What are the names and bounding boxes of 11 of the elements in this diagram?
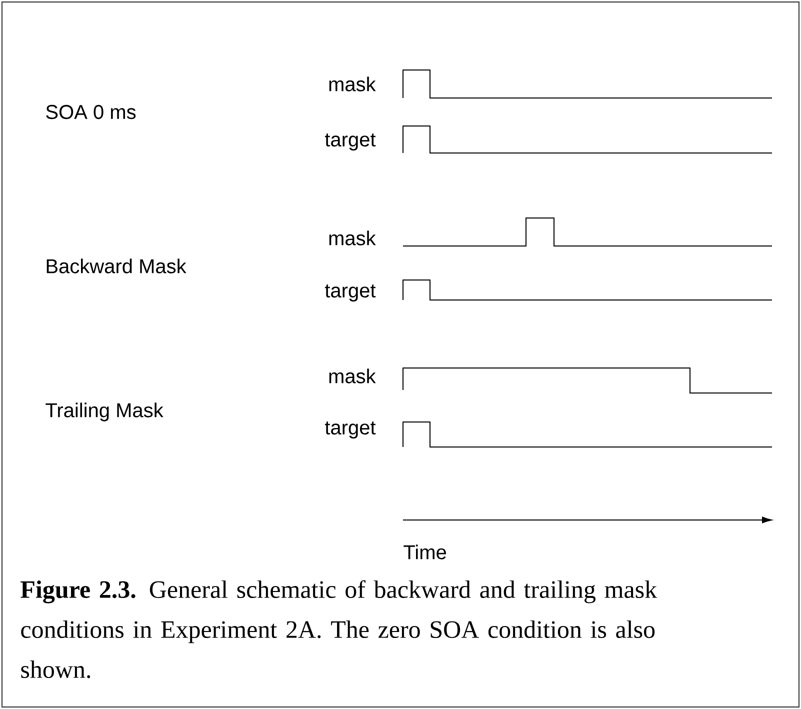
- signal-label: Backward Mask: [46, 258, 186, 274]
- signal-label: Trailing Mask: [46, 402, 164, 422]
- signal-label: mask: [329, 230, 376, 246]
- signal-label: target: [324, 284, 376, 302]
- signal-label: Time: [404, 544, 446, 560]
- signal-label: target: [324, 421, 376, 439]
- signal-label: mask: [329, 368, 376, 384]
- signal-label: mask: [329, 76, 376, 92]
- signal-label: SOA 0 ms: [46, 104, 136, 120]
- caption: Figure 2.3. General schematic of backward and trailing mask conditions in Experiment 2A. The zero SOA condition is also shown.: [20, 580, 658, 678]
- signal-label: target: [324, 133, 376, 151]
